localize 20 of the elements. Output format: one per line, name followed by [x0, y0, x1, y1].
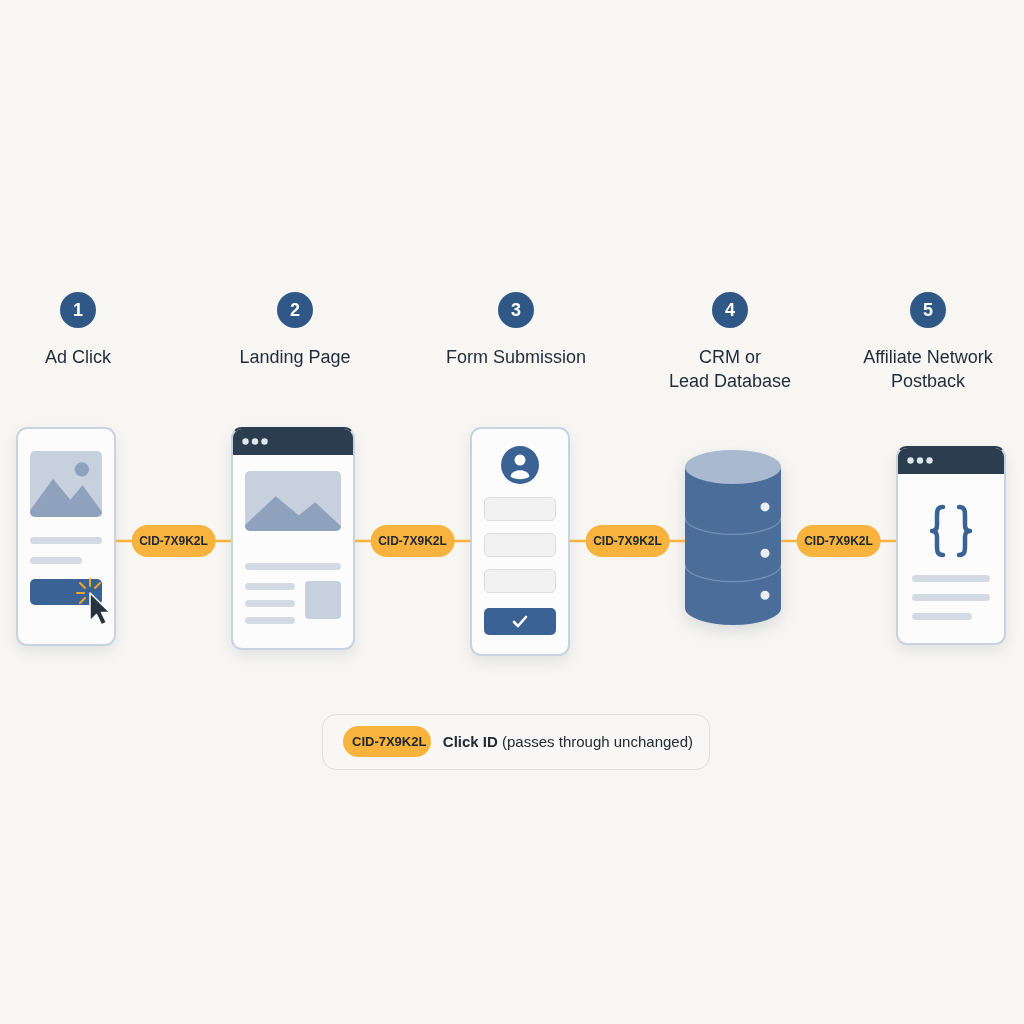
- edge-label: CID-7X9K2L: [585, 525, 670, 557]
- legend-text: Click ID (passes through unchanged): [442, 733, 693, 750]
- phone-ad-mockup: [16, 427, 116, 646]
- step-number-badge: 1: [60, 292, 96, 328]
- step-title: CRM or Lead Database: [667, 346, 793, 393]
- edge-label: CID-7X9K2L: [796, 525, 881, 557]
- step-title: Ad Click: [44, 346, 112, 369]
- form-mockup: [470, 427, 570, 656]
- browser-window-mockup: [896, 446, 1006, 645]
- step-number-badge: 5: [910, 292, 946, 328]
- edge-label: CID-7X9K2L: [370, 525, 455, 557]
- step-title: Landing Page: [238, 346, 352, 369]
- step-title: Form Submission: [444, 346, 587, 369]
- step-number-badge: 3: [498, 292, 534, 328]
- step-number-badge: 2: [277, 292, 313, 328]
- browser-window-mockup: [231, 427, 355, 650]
- edge-label: CID-7X9K2L: [131, 525, 216, 557]
- step-title: Affiliate Network Postback: [862, 346, 994, 393]
- step-number-badge: 4: [712, 292, 748, 328]
- legend-key: CID-7X9K2L: [343, 726, 431, 757]
